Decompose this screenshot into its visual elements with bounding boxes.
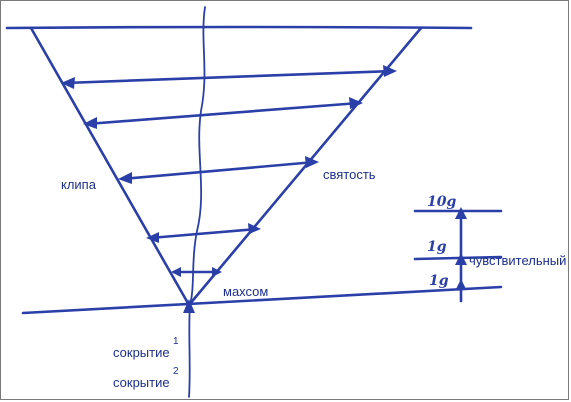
label-below-2: сокрытие: [113, 375, 170, 390]
triangle-right-side: [187, 26, 423, 307]
top-line: [5, 25, 473, 30]
vertical-axis: [188, 6, 206, 398]
label-right-side: святость: [323, 167, 376, 182]
label-below-1: сокрытие: [113, 345, 170, 360]
label-below-2-sup: 2: [173, 366, 179, 377]
bottom-line: [21, 285, 503, 315]
double-arrow-2: [83, 97, 363, 129]
vertex-up-arrow: [183, 299, 195, 313]
scale: [413, 207, 503, 303]
label-below-1-sup: 1: [173, 336, 179, 347]
label-scale-top: 10g: [427, 194, 456, 210]
double-arrow-5: [171, 267, 222, 277]
label-scale-mid: 1g: [427, 239, 447, 255]
label-left-side: клипа: [61, 177, 97, 192]
triangle-left-side: [29, 26, 191, 307]
label-scale: чувствительный: [469, 253, 566, 268]
double-arrow-4: [146, 223, 261, 243]
double-arrow-3: [118, 156, 319, 184]
label-vertex: махсом: [223, 284, 268, 299]
label-scale-bottom: 1g: [429, 273, 449, 289]
double-arrow-1: [61, 65, 397, 89]
